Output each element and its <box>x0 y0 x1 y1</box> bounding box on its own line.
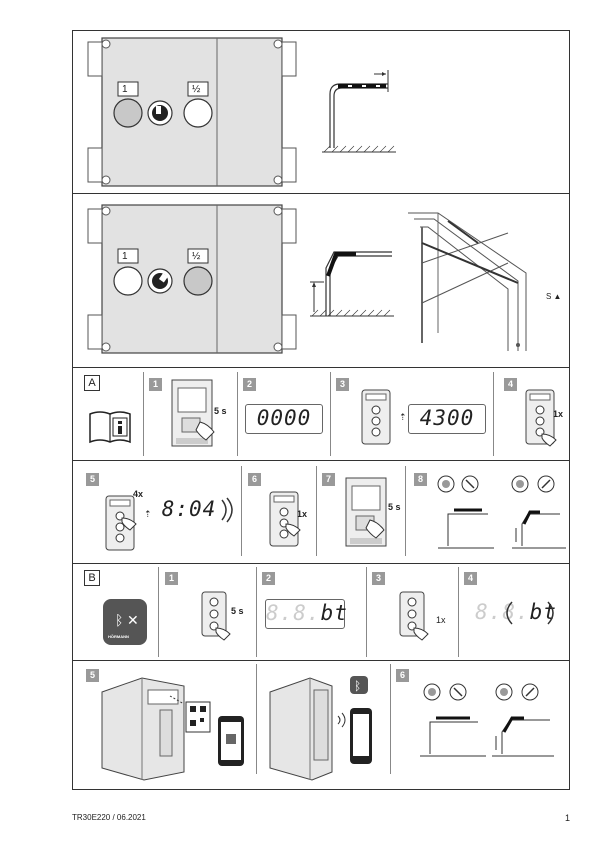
step-a5-count: 4x <box>133 489 144 499</box>
divider <box>493 372 494 456</box>
step-a2-number: 2 <box>243 378 256 391</box>
page-number: 1 <box>565 813 571 823</box>
step-a3-display: 4300 <box>408 404 486 434</box>
divider <box>72 193 570 194</box>
page-frame <box>72 30 570 790</box>
divider <box>72 460 570 461</box>
section-b-label: B <box>84 570 100 586</box>
up-arrow-icon: ⇡ <box>399 412 407 422</box>
divider <box>256 664 257 774</box>
step-a7-time: 5 s <box>388 502 401 512</box>
app-brand: HÖRMANN <box>108 634 129 639</box>
svg-text:ᛒ: ᛒ <box>115 613 123 629</box>
step-b3-keypad <box>399 591 429 641</box>
step-b4-number: 4 <box>464 572 477 585</box>
svg-text:✕: ✕ <box>127 613 139 629</box>
blink-waves-icon <box>506 601 554 625</box>
panel2-door-track-diagram <box>408 212 527 351</box>
svg-text:ᛒ: ᛒ <box>354 679 361 693</box>
panel1-control-box <box>87 37 297 187</box>
divider <box>256 567 257 657</box>
step-a8-diagram <box>437 475 566 549</box>
divider <box>458 567 459 657</box>
hormann-app-icon: ᛒ ✕ <box>103 599 147 645</box>
divider <box>72 563 570 564</box>
step-a7-unit <box>345 477 387 547</box>
divider <box>72 367 570 368</box>
step-a8-number: 8 <box>414 473 427 486</box>
step-b1-time: 5 s <box>231 606 244 616</box>
step-b1-keypad <box>201 591 231 641</box>
step-a5-number: 5 <box>86 473 99 486</box>
step-b3-number: 3 <box>372 572 385 585</box>
step-a6-keypad <box>269 491 301 547</box>
panel2-control-box <box>87 204 297 354</box>
panel1-rail-diagram <box>322 70 396 153</box>
step-a6-number: 6 <box>248 473 261 486</box>
step-a4-keypad <box>525 389 557 447</box>
step-a5-display: 8:04 <box>155 496 223 524</box>
divider <box>390 664 391 774</box>
step-a3-keypad <box>361 389 391 445</box>
step-b1-number: 1 <box>165 572 178 585</box>
step-b5-bluetooth-pair-diagram: ᛒ <box>269 676 372 781</box>
divider <box>237 372 238 456</box>
step-a2-display: 0000 <box>245 404 323 434</box>
blink-waves-icon <box>221 497 233 523</box>
step-a7-number: 7 <box>322 473 335 486</box>
step-b2-number: 2 <box>262 572 275 585</box>
divider <box>72 660 570 661</box>
panel2-rail-diagram <box>310 251 394 317</box>
section-a-label: A <box>84 375 100 391</box>
step-b3-count: 1x <box>436 615 446 625</box>
s-label: S ▲ <box>546 292 562 301</box>
divider <box>241 466 242 556</box>
manual-info-icon <box>89 411 131 444</box>
step-a4-count: 1x <box>553 409 564 419</box>
step-b4-display-dim: 8.8. <box>475 600 530 624</box>
divider <box>405 466 406 556</box>
divider <box>316 466 317 556</box>
step-a1-number: 1 <box>149 378 162 391</box>
step-b6-number: 6 <box>396 669 409 682</box>
step-b2-display-dim: 8.8. <box>266 601 321 625</box>
badge-half: ½ <box>192 251 201 262</box>
up-arrow-icon: ⇡ <box>144 509 152 519</box>
step-a1-unit <box>171 379 215 447</box>
step-b6-diagram <box>420 683 554 757</box>
step-a4-number: 4 <box>504 378 517 391</box>
step-a5-keypad <box>105 495 137 551</box>
step-a3-number: 3 <box>336 378 349 391</box>
step-b2-display-text: bt <box>320 601 348 625</box>
divider <box>366 567 367 657</box>
step-a6-count: 1x <box>297 509 308 519</box>
badge-1: 1 <box>122 251 128 262</box>
badge-1: 1 <box>122 84 128 95</box>
divider <box>158 567 159 657</box>
step-b2-display: 8.8.bt <box>265 599 348 629</box>
divider <box>330 372 331 456</box>
divider <box>143 372 144 456</box>
step-b5-scan-qr-diagram <box>101 677 244 781</box>
badge-half: ½ <box>192 84 201 95</box>
step-b5-number: 5 <box>86 669 99 682</box>
doc-code: TR30E220 / 06.2021 <box>72 813 146 822</box>
step-a1-time: 5 s <box>214 406 227 416</box>
